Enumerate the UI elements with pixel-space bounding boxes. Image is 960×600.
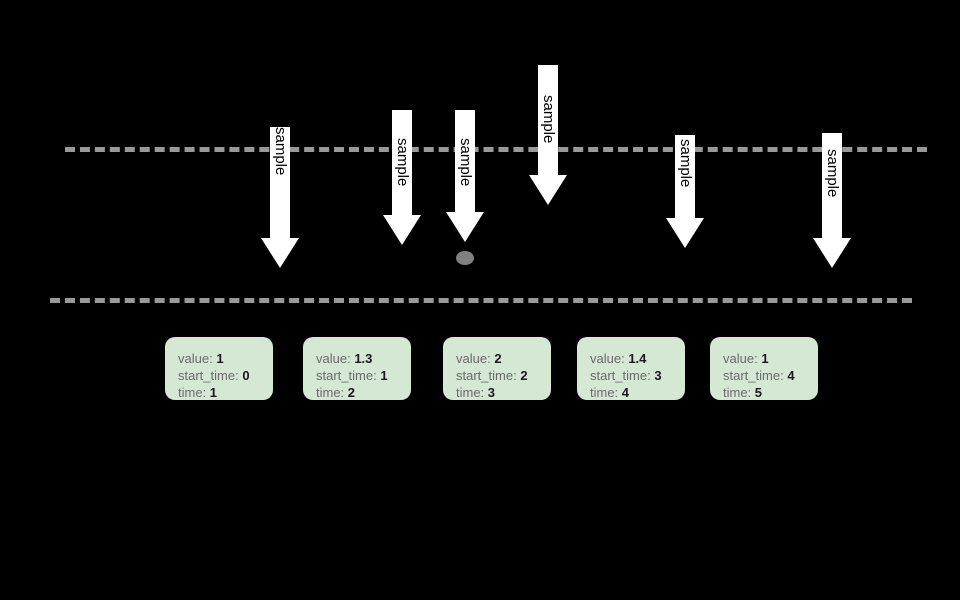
row-label: start_time: bbox=[590, 368, 651, 383]
row-label: time: bbox=[590, 385, 619, 400]
event-row-value: value: 1.4 bbox=[590, 350, 685, 367]
sample-arrow-label: sample bbox=[394, 138, 411, 187]
sample-arrow-6: sample bbox=[813, 133, 851, 268]
sample-arrow-2: sample bbox=[383, 110, 421, 245]
row-label: start_time: bbox=[316, 368, 377, 383]
arrow-head-icon bbox=[813, 238, 851, 268]
lower-boundary-line bbox=[50, 298, 912, 303]
row-label: value: bbox=[590, 351, 625, 366]
row-value: 2 bbox=[520, 368, 528, 383]
row-label: start_time: bbox=[178, 368, 239, 383]
event-row-start-time: start_time: 3 bbox=[590, 367, 685, 384]
event-row-value: value: 1 bbox=[178, 350, 273, 367]
row-label: value: bbox=[178, 351, 213, 366]
event-row-time: time: 1 bbox=[178, 384, 273, 401]
arrow-head-icon bbox=[383, 215, 421, 245]
row-value: 1 bbox=[216, 351, 224, 366]
sample-arrow-label: sample bbox=[272, 127, 289, 176]
event-row-time: time: 5 bbox=[723, 384, 818, 401]
arrow-head-icon bbox=[666, 218, 704, 248]
row-value: 1.4 bbox=[628, 351, 647, 366]
event-row-start-time: start_time: 1 bbox=[316, 367, 411, 384]
event-row-value: value: 1.3 bbox=[316, 350, 411, 367]
sample-arrow-label: sample bbox=[677, 139, 694, 188]
arrow-shaft bbox=[455, 110, 475, 212]
event-row-time: time: 4 bbox=[590, 384, 685, 401]
event-box: value: 2 start_time: 2 time: 3 bbox=[443, 337, 551, 400]
arrow-head-icon bbox=[529, 175, 567, 205]
row-value: 4 bbox=[787, 368, 795, 383]
row-label: value: bbox=[316, 351, 351, 366]
row-value: 0 bbox=[242, 368, 250, 383]
event-box: value: 1.4 start_time: 3 time: 4 bbox=[577, 337, 685, 400]
sample-arrow-5: sample bbox=[666, 135, 704, 248]
row-value: 4 bbox=[621, 385, 630, 400]
row-value: 3 bbox=[654, 368, 662, 383]
arrow-head-icon bbox=[446, 212, 484, 242]
arrow-shaft bbox=[538, 65, 558, 175]
event-row-start-time: start_time: 4 bbox=[723, 367, 818, 384]
arrow-shaft bbox=[675, 135, 695, 218]
event-row-value: value: 1 bbox=[723, 350, 818, 367]
row-label: time: bbox=[316, 385, 345, 400]
event-row-start-time: start_time: 2 bbox=[456, 367, 551, 384]
sample-arrow-label: sample bbox=[824, 149, 841, 198]
arrow-head-icon bbox=[261, 238, 299, 268]
row-value: 2 bbox=[494, 351, 502, 366]
row-value: 2 bbox=[347, 385, 356, 400]
dropped-sample-dot bbox=[456, 251, 474, 265]
sample-arrow-3: sample bbox=[446, 110, 484, 242]
event-box: value: 1 start_time: 4 time: 5 bbox=[710, 337, 818, 400]
row-label: time: bbox=[723, 385, 752, 400]
row-value: 1 bbox=[380, 368, 388, 383]
sample-arrow-label: sample bbox=[457, 138, 474, 187]
row-value: 5 bbox=[754, 385, 763, 400]
row-label: start_time: bbox=[456, 368, 517, 383]
row-label: value: bbox=[723, 351, 758, 366]
event-box: value: 1.3 start_time: 1 time: 2 bbox=[303, 337, 411, 400]
arrow-shaft bbox=[392, 110, 412, 215]
arrow-shaft bbox=[270, 127, 290, 238]
event-row-value: value: 2 bbox=[456, 350, 551, 367]
row-label: value: bbox=[456, 351, 491, 366]
event-box: value: 1 start_time: 0 time: 1 bbox=[165, 337, 273, 400]
event-row-time: time: 2 bbox=[316, 384, 411, 401]
row-value: 1 bbox=[761, 351, 769, 366]
upper-boundary-line bbox=[65, 147, 927, 152]
event-row-time: time: 3 bbox=[456, 384, 551, 401]
row-label: time: bbox=[178, 385, 207, 400]
row-value: 1.3 bbox=[354, 351, 373, 366]
row-label: time: bbox=[456, 385, 485, 400]
arrow-shaft bbox=[822, 133, 842, 238]
event-row-start-time: start_time: 0 bbox=[178, 367, 273, 384]
sample-arrow-4: sample bbox=[529, 65, 567, 205]
row-label: start_time: bbox=[723, 368, 784, 383]
row-value: 3 bbox=[487, 385, 496, 400]
row-value: 1 bbox=[209, 385, 218, 400]
sample-arrow-label: sample bbox=[540, 95, 557, 144]
sample-arrow-1: sample bbox=[261, 127, 299, 268]
